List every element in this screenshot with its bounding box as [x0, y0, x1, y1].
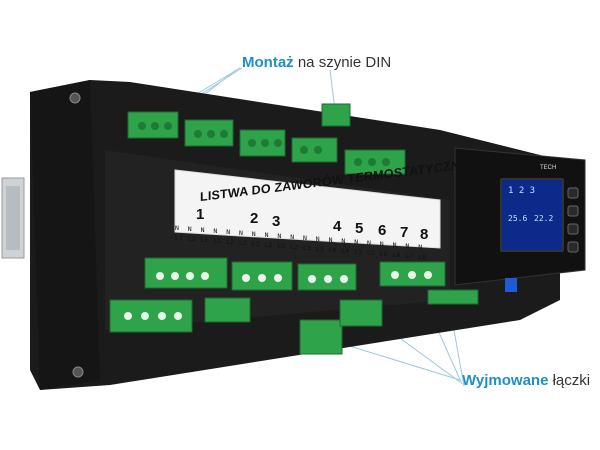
bottom-connector-8	[339, 299, 383, 327]
channel-number: 7	[400, 224, 409, 241]
terminal-l-label: L7	[405, 252, 414, 260]
label-strip	[174, 169, 441, 249]
lcd-screen: 1 2 3 25.6 22.2	[500, 178, 564, 252]
control-buttons	[567, 187, 579, 253]
panel-button-2	[567, 205, 579, 217]
terminal-n-label: N	[303, 234, 307, 242]
blue-fuse	[505, 278, 517, 292]
left-end-plate	[30, 80, 100, 390]
terminal-n-label: N	[328, 236, 333, 244]
mounting-screw-bottom	[72, 366, 84, 378]
mount-caption-highlight: Montaż	[242, 54, 294, 71]
connector-caption-rest: łączki	[548, 372, 591, 389]
terminal-l-label: L6	[379, 250, 388, 258]
mount-caption: Montaż na szynie DIN	[242, 54, 391, 71]
terminal-n-label: N	[418, 243, 423, 251]
terminal-l-label: L1	[200, 236, 209, 244]
lcd-row-1: 1 2 3	[508, 186, 536, 196]
terminal-l-label: L2	[251, 240, 260, 248]
bottom-connector-6	[204, 297, 251, 323]
terminal-l-label: L6	[392, 251, 401, 259]
terminal-n-label: N	[405, 242, 410, 250]
terminal-l-label: L2	[226, 238, 235, 246]
terminal-n-label: N	[341, 237, 346, 245]
terminal-n-label: N	[277, 232, 282, 240]
bottom-connector-9	[427, 289, 479, 305]
channel-number: 6	[378, 222, 387, 239]
terminal-l-label: L2	[239, 239, 247, 247]
bottom-connector-7	[299, 319, 343, 355]
terminal-n-label: N	[315, 235, 320, 243]
terminal-n-label: N	[392, 241, 397, 249]
mounting-screw-top	[69, 92, 81, 104]
terminal-l-label: L5	[367, 249, 375, 257]
terminal-l-label: L4	[341, 247, 350, 255]
terminal-n-label: N	[187, 225, 192, 233]
terminal-n-label: N	[200, 226, 205, 234]
connector-caption-highlight: Wyjmowane	[462, 372, 549, 389]
terminal-n-label: N	[264, 231, 269, 239]
terminal-l-label: L3	[315, 245, 324, 253]
lcd-row-2: 25.6	[508, 214, 528, 223]
terminal-n-label: N	[175, 224, 179, 232]
panel-button-1	[567, 187, 579, 199]
terminal-n-label: N	[354, 238, 359, 246]
lcd-row-3: 22.2	[534, 214, 554, 223]
terminal-l-label: L5	[354, 248, 363, 256]
brand-logo: TECH	[540, 165, 557, 171]
terminal-l-label: L2	[264, 241, 273, 249]
terminal-n-label: N	[239, 229, 243, 237]
channel-number: 8	[420, 226, 429, 243]
channel-number: 2	[250, 210, 259, 227]
terminal-l-label: L1	[213, 237, 222, 245]
terminal-n-label: N	[226, 228, 231, 236]
terminal-n-label: N	[213, 227, 218, 235]
channel-number: 1	[196, 206, 205, 223]
terminal-n-label: N	[290, 233, 295, 241]
top-connector-5	[321, 103, 351, 127]
terminal-n-label: N	[251, 230, 256, 238]
channel-number: 4	[333, 218, 342, 235]
terminal-l-label: L3	[303, 244, 311, 252]
terminal-l-label: L1	[187, 235, 196, 243]
channel-number: 5	[355, 220, 364, 237]
channel-number: 3	[272, 213, 281, 230]
terminal-n-label: N	[379, 240, 384, 248]
panel-button-4	[567, 241, 579, 253]
terminal-l-label: L8	[418, 253, 427, 261]
terminal-l-label: L3	[277, 242, 286, 250]
connector-caption: Wyjmowane łączki	[462, 372, 590, 389]
mount-caption-rest: na szynie DIN	[293, 54, 392, 71]
bottom-connector-1	[144, 257, 228, 289]
terminal-n-label: N	[367, 239, 371, 247]
terminal-l-label: L3	[290, 243, 299, 251]
terminal-l-label: L4	[328, 246, 337, 254]
terminal-l-label: L1	[175, 234, 183, 242]
panel-button-3	[567, 223, 579, 235]
